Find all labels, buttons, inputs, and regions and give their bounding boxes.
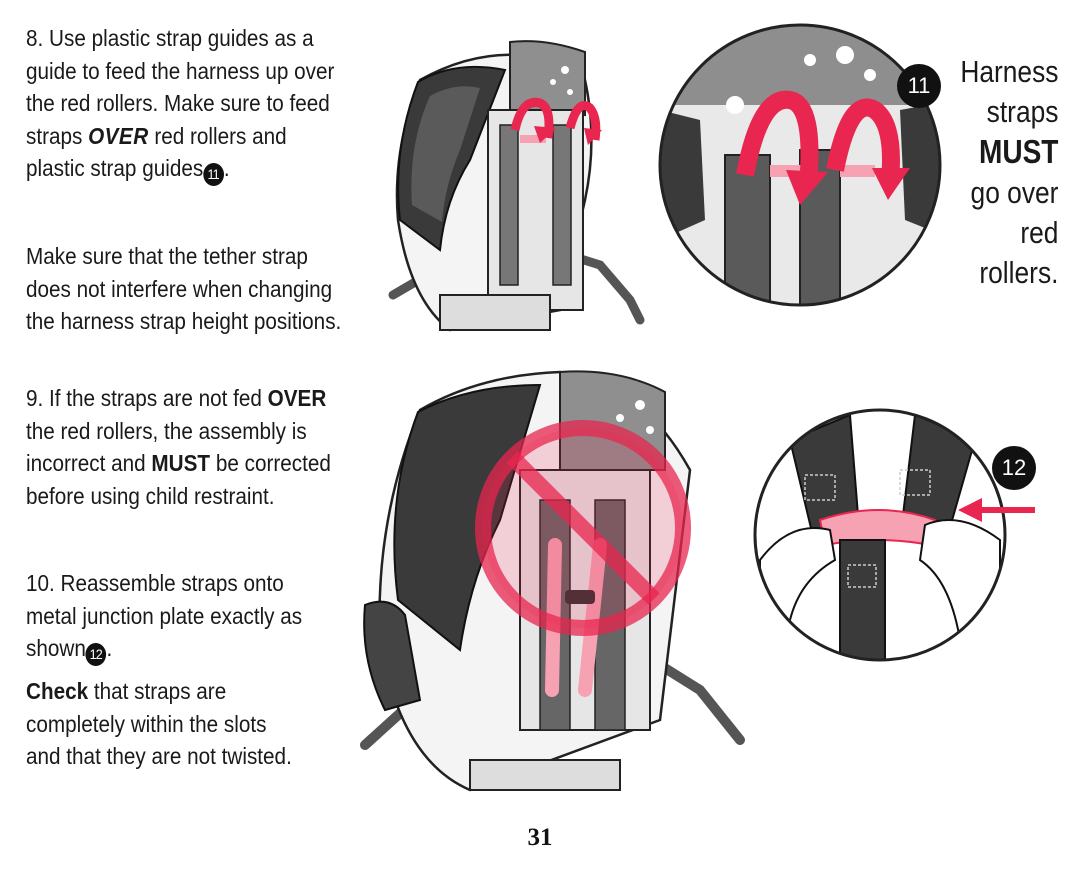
callout11-text: Harness straps MUST go over red rollers. xyxy=(960,52,1058,293)
step9-line3-pre: incorrect and xyxy=(26,450,152,476)
junction-plate-detail-illustration xyxy=(753,408,1035,662)
step8-line3: the red rollers. Make sure to feed xyxy=(26,90,330,116)
step9-must-emphasis: MUST xyxy=(151,450,211,476)
figure-11-badge: 11 xyxy=(203,163,224,186)
step8-line1: 8. Use plastic strap guides as a xyxy=(26,25,314,51)
step8-line4-pre: straps xyxy=(26,122,89,149)
step8-line4: straps OVER red rollers and xyxy=(26,120,334,153)
step8-line2: guide to feed the harness up over xyxy=(26,57,335,84)
callout11-line5: red xyxy=(1019,215,1058,250)
step8-line5-end: . xyxy=(223,155,230,181)
car-seat-bottom-illustration xyxy=(360,370,745,792)
step9-line3: incorrect and MUST be corrected xyxy=(26,447,331,480)
step9-line1: 9. If the straps are not fed OVER xyxy=(26,382,331,415)
tether-note: Make sure that the tether strap does not… xyxy=(26,240,341,338)
step10-line3-text: shown xyxy=(26,635,86,661)
tether-line1: Make sure that the tether strap xyxy=(26,243,308,269)
tether-line2: does not interfere when changing xyxy=(26,275,333,302)
step9-text: 9. If the straps are not fed OVER the re… xyxy=(26,382,331,512)
step8-over-emphasis: OVER xyxy=(88,122,149,149)
check-emphasis: Check xyxy=(26,678,89,704)
page-number: 31 xyxy=(527,824,553,851)
step9-line4: before using child restraint. xyxy=(26,482,275,509)
step9-line1-pre: 9. If the straps are not fed xyxy=(26,385,268,411)
callout11-must: MUST xyxy=(978,133,1058,170)
step9-line2: the red rollers, the assembly is xyxy=(26,417,307,444)
callout11-line6: rollers. xyxy=(978,255,1058,290)
step10-line2: metal junction plate exactly as xyxy=(26,602,303,629)
check-line3: and that they are not twisted. xyxy=(26,743,292,769)
step9-over-emphasis: OVER xyxy=(267,385,327,411)
car-seat-top-illustration xyxy=(388,40,645,332)
check-line1-post: that straps are xyxy=(88,678,227,704)
check-line1: Check that straps are xyxy=(26,675,292,708)
step8-line4-post: red rollers and xyxy=(148,122,287,149)
check-line2: completely within the slots xyxy=(26,710,267,737)
step10-line3-end: . xyxy=(106,635,113,661)
tether-line3: the harness strap height positions. xyxy=(26,308,342,334)
callout11-line4: go over xyxy=(970,175,1058,210)
figure-12-badge: 12 xyxy=(85,643,107,666)
check-note: Check that straps are completely within … xyxy=(26,675,292,773)
step8-text: 8. Use plastic strap guides as a guide t… xyxy=(26,22,334,186)
callout11-line1: Harness xyxy=(959,54,1058,89)
callout11-line2: straps xyxy=(986,94,1058,129)
figure-12-callout-badge: 12 xyxy=(992,446,1036,490)
step10-text: 10. Reassemble straps onto metal junctio… xyxy=(26,567,302,666)
step8-line5-text: plastic strap guides xyxy=(26,155,204,181)
step9-line3-post: be corrected xyxy=(210,450,331,476)
figure-11-callout-badge: 11 xyxy=(897,64,941,108)
step10-line1: 10. Reassemble straps onto xyxy=(26,570,284,596)
callout11-line3: MUST xyxy=(960,132,1058,173)
